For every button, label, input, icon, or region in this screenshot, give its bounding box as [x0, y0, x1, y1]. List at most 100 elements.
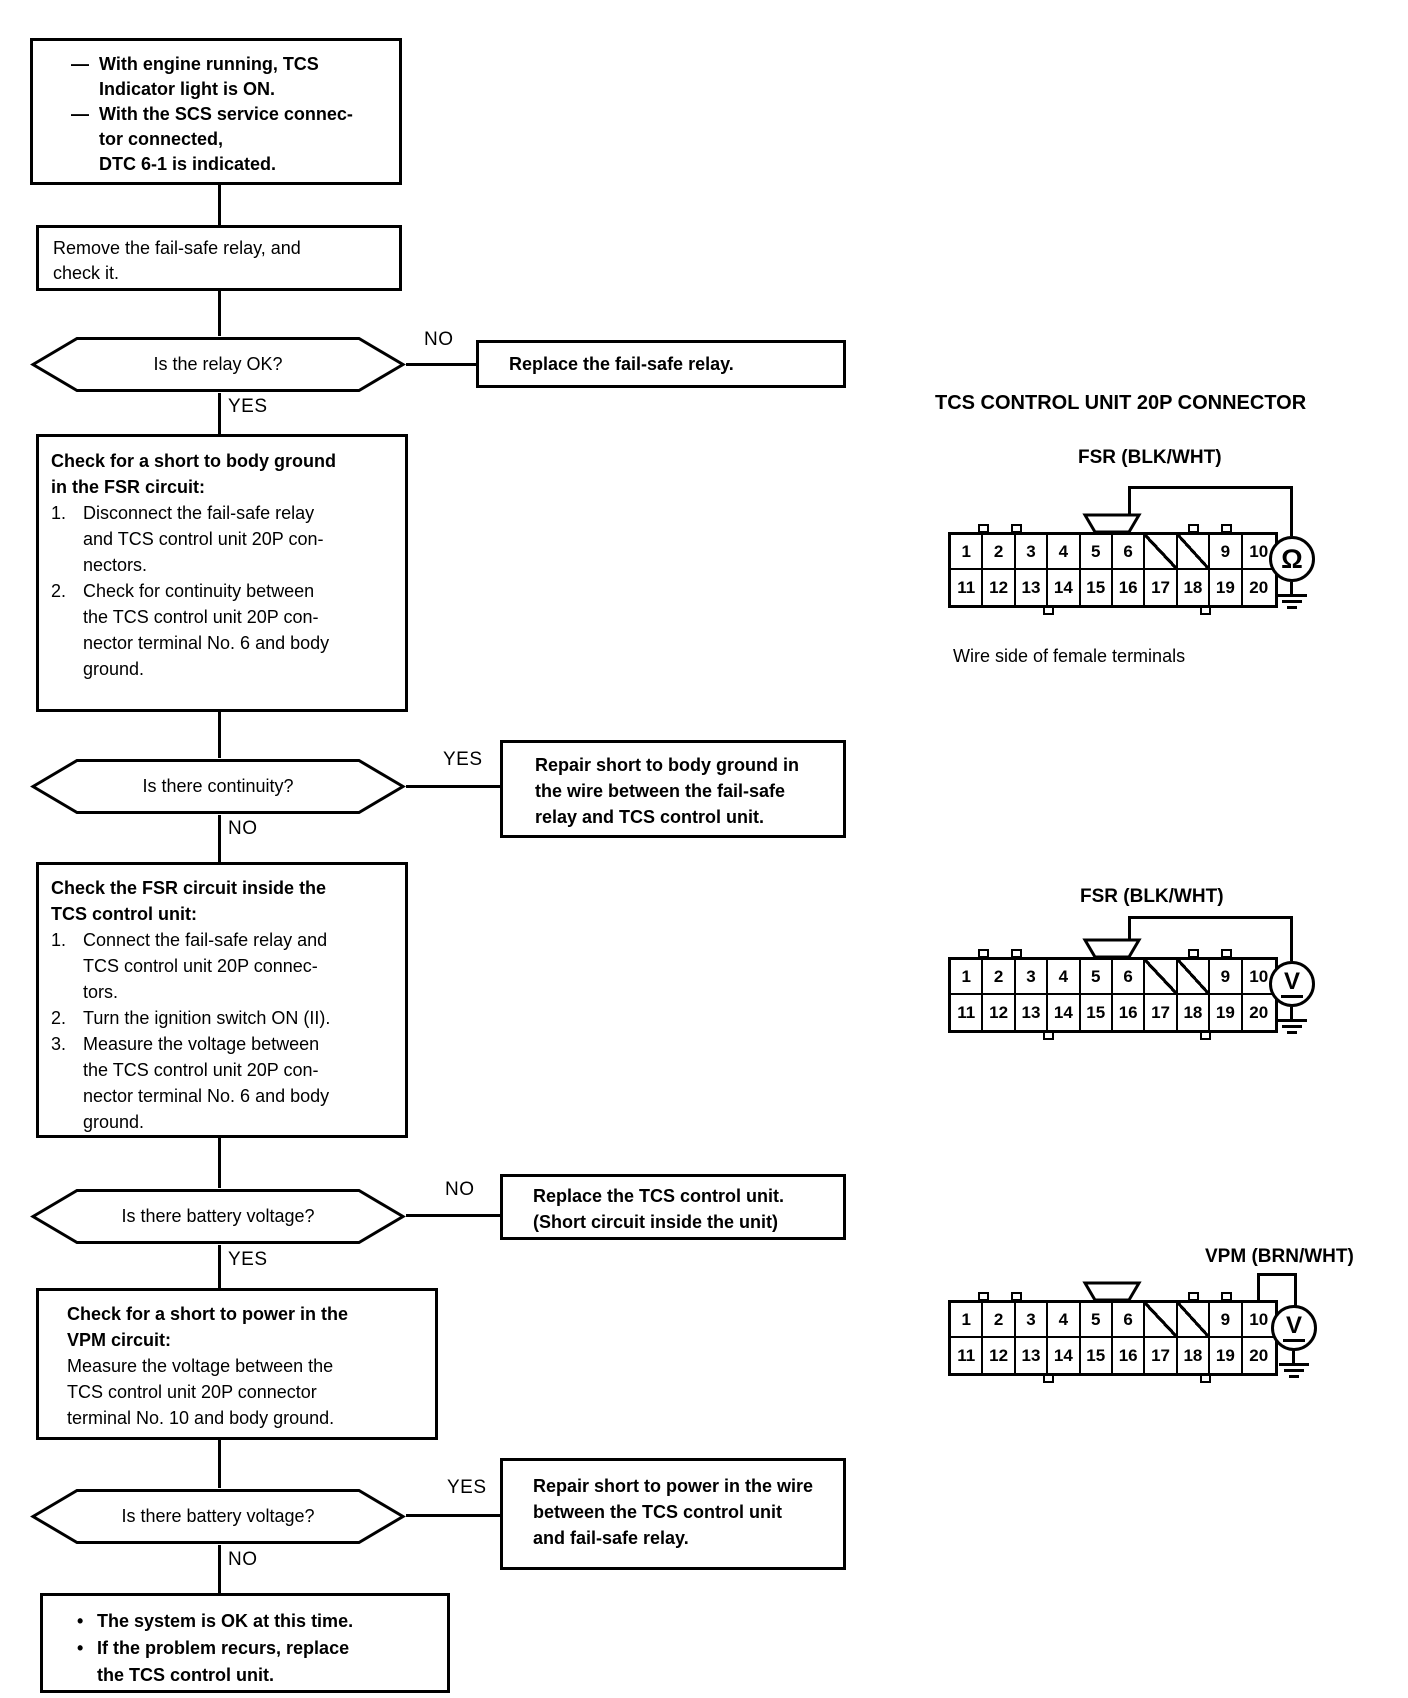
flow-connector-line — [218, 1545, 221, 1593]
connector-tab — [1043, 1374, 1054, 1383]
terminal-cell: 3 — [1015, 535, 1049, 570]
condition-item: — With the SCS service connec- tor conne… — [71, 102, 389, 177]
terminal-cell: 5 — [1080, 535, 1113, 570]
check-fsr-inside-box: Check the FSR circuit inside the TCS con… — [36, 862, 408, 1138]
bullet-marker: • — [77, 1638, 84, 1658]
action-text: Repair short to body ground in the wire … — [535, 755, 799, 827]
edge-label-yes: YES — [228, 1249, 268, 1270]
flow-connector-line — [218, 1245, 221, 1288]
decision-battery-voltage-1: Is there battery voltage? — [30, 1188, 406, 1245]
decision-label: Is there battery voltage? — [121, 1506, 315, 1526]
action-text: Replace the fail-safe relay. — [509, 354, 734, 374]
process-step: 3. Measure the voltage between the TCS c… — [51, 1031, 397, 1135]
terminal-cell: 5 — [1080, 1303, 1113, 1338]
terminal-cell: 14 — [1048, 1338, 1081, 1373]
decision-continuity: Is there continuity? — [30, 758, 406, 815]
test-wire — [1128, 486, 1131, 532]
terminal-cell: 4 — [1048, 535, 1081, 570]
terminal-cell: 15 — [1080, 995, 1113, 1030]
edge-label-yes: YES — [228, 396, 268, 417]
terminal-cell: 19 — [1210, 570, 1243, 605]
step-number: 1. — [51, 930, 67, 950]
bullet-marker: • — [77, 1611, 84, 1631]
decision-shape — [30, 337, 406, 392]
process-step: 1. Disconnect the fail-safe relay and TC… — [51, 500, 395, 578]
test-wire — [1290, 916, 1293, 961]
remove-relay-box: Remove the fail-safe relay, and check it… — [36, 225, 402, 291]
test-wire — [1128, 916, 1293, 919]
ground-icon — [1277, 1007, 1307, 1035]
ohmmeter-icon: Ω — [1269, 536, 1315, 582]
terminal-cell: 15 — [1080, 570, 1113, 605]
decision-shape — [30, 1489, 406, 1544]
terminal-cell: 1 — [951, 1303, 984, 1338]
terminal-cell: 4 — [1048, 1303, 1081, 1338]
connector-latch — [1082, 938, 1142, 959]
process-title: Check for a short to body ground in the … — [51, 451, 337, 497]
decision-label: Is the relay OK? — [153, 354, 283, 374]
terminal-cell: 12 — [983, 570, 1016, 605]
terminal-cell: 14 — [1048, 995, 1081, 1030]
ground-icon — [1279, 1351, 1309, 1379]
connector-tab — [1043, 1031, 1054, 1040]
flow-connector-line — [406, 1514, 500, 1517]
terminal-cell: 17 — [1145, 570, 1178, 605]
terminal-cell: 13 — [1015, 570, 1049, 605]
flow-connector-line — [218, 1440, 221, 1488]
check-short-ground-box: Check for a short to body ground in the … — [36, 434, 408, 712]
connector-latch — [1082, 513, 1142, 534]
terminal-cell: 11 — [951, 1338, 984, 1373]
process-text: Measure the voltage between the TCS cont… — [67, 1356, 335, 1428]
connector-tab — [1200, 606, 1211, 615]
terminal-cell: 13 — [1015, 1338, 1049, 1373]
test-wire — [1290, 486, 1293, 536]
terminal-cell: 18 — [1177, 570, 1211, 605]
step-text: Connect the fail-safe relay and TCS cont… — [83, 930, 328, 1002]
replace-relay-box: Replace the fail-safe relay. — [476, 340, 846, 388]
terminal-cell: 9 — [1210, 960, 1243, 995]
replace-tcs-box: Replace the TCS control unit. (Short cir… — [500, 1174, 846, 1240]
process-title: Check for a short to power in the VPM ci… — [67, 1304, 349, 1350]
edge-label-no: NO — [228, 818, 258, 839]
process-step: 2. Check for continuity between the TCS … — [51, 578, 395, 682]
terminal-cell: 12 — [983, 1338, 1016, 1373]
ground-icon — [1277, 582, 1307, 610]
terminal-cell: 20 — [1242, 1338, 1275, 1373]
process-step: 1. Connect the fail-safe relay and TCS c… — [51, 927, 397, 1005]
terminal-cell: 2 — [983, 1303, 1016, 1338]
empty-terminal-cell — [1145, 960, 1178, 995]
decision-label: Is there continuity? — [142, 776, 294, 796]
terminal-cell: 16 — [1112, 995, 1146, 1030]
voltmeter-icon: V — [1271, 1305, 1317, 1351]
empty-terminal-cell — [1145, 535, 1178, 570]
decision-relay-ok: Is the relay OK? — [30, 336, 406, 393]
start-condition-box: — With engine running, TCS Indicator lig… — [30, 38, 402, 185]
terminal-cell: 9 — [1210, 1303, 1243, 1338]
wire-side-caption: Wire side of female terminals — [953, 646, 1186, 666]
result-text: If the problem recurs, replace the TCS c… — [97, 1638, 350, 1685]
flow-connector-line — [218, 291, 221, 336]
check-short-power-box: Check for a short to power in the VPM ci… — [36, 1288, 438, 1440]
terminal-cell: 18 — [1177, 995, 1211, 1030]
flow-connector-line — [406, 1214, 500, 1217]
condition-text: With engine running, TCS Indicator light… — [99, 54, 319, 99]
decision-battery-voltage-2: Is there battery voltage? — [30, 1488, 406, 1545]
terminal-cell: 5 — [1080, 960, 1113, 995]
empty-terminal-cell — [1177, 535, 1211, 570]
terminal-cell: 11 — [951, 570, 984, 605]
flow-connector-line — [218, 1138, 221, 1188]
process-text: Remove the fail-safe relay, and check it… — [53, 238, 301, 283]
edge-label-no: NO — [228, 1549, 258, 1570]
ohmmeter-symbol: Ω — [1281, 543, 1303, 574]
terminal-cell: 17 — [1145, 995, 1178, 1030]
decision-shape — [30, 1189, 406, 1244]
empty-terminal-cell — [1145, 1303, 1178, 1338]
step-text: Turn the ignition switch ON (II). — [83, 1008, 331, 1028]
test-wire — [1257, 1273, 1297, 1276]
decision-shape — [30, 759, 406, 814]
wire-label-fsr: FSR (BLK/WHT) — [1078, 447, 1222, 468]
